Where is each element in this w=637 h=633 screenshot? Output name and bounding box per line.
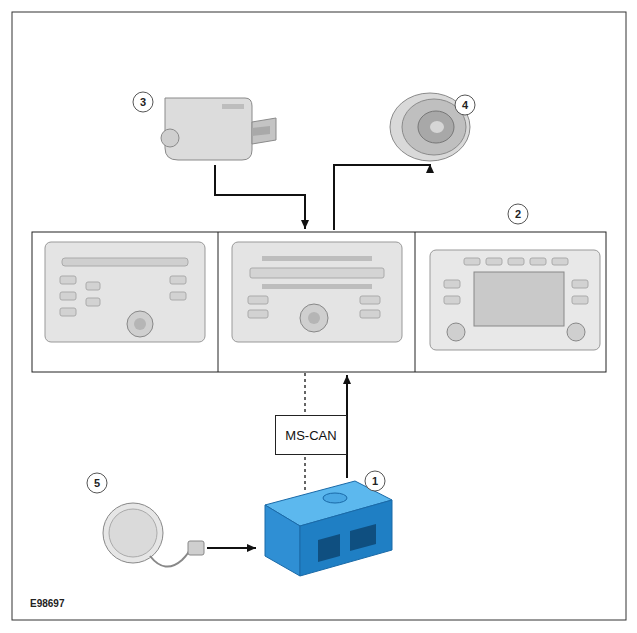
callout-circle [365,471,385,491]
panel-divider [218,232,219,372]
callout-number: 4 [455,95,475,115]
callout-number: 5 [87,473,107,493]
callout-number: 3 [133,92,153,112]
callout-number: 2 [508,204,528,224]
arrow-head [429,164,431,166]
radio-band [32,232,606,372]
usb-socket [161,98,276,160]
bus-name: MS-CAN [285,428,336,443]
bus-line [304,457,306,492]
bus-label-box: MS-CAN [275,415,347,455]
callout-circle [133,92,153,112]
frame [12,12,626,620]
radio-unit [430,250,600,350]
signal-arrow [334,164,430,230]
callout-circle [87,473,107,493]
callout-circle [508,204,528,224]
panel-divider [415,232,416,372]
radio-unit [45,242,205,342]
radio-unit [232,242,402,342]
antenna-puck [103,503,204,567]
signal-arrow [215,165,305,229]
signal-arrow [207,547,256,549]
callout-circle [455,95,475,115]
figure-code: E98697 [30,598,64,609]
callout-number: 1 [365,471,385,491]
control-module [265,481,392,576]
bus-line [304,373,306,413]
